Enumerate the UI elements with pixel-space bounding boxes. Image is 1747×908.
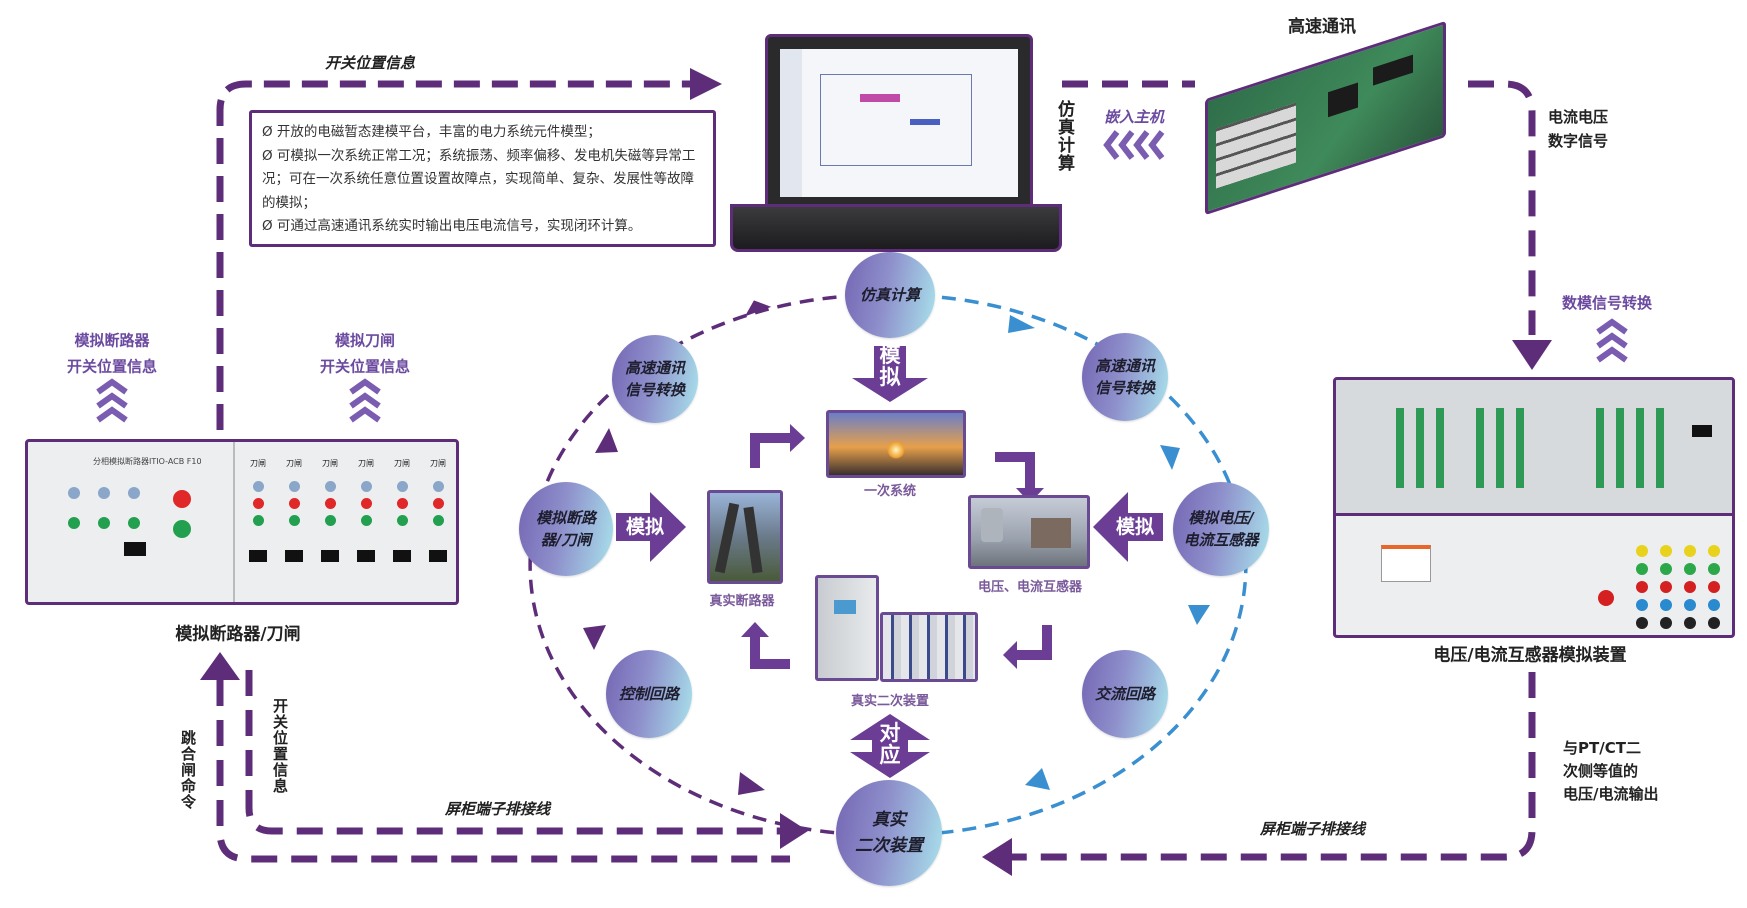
simulated-breaker-device-label: 模拟断路器/刀闸	[175, 624, 301, 645]
knife-module-label: 刀闸	[358, 459, 374, 468]
node-sim-compute: 仿真计算	[845, 252, 935, 338]
arrow-head-left	[982, 838, 1012, 876]
switch-info-label: 开关位置信息	[325, 54, 416, 72]
knife-info-label-2: 开关位置信息	[319, 357, 411, 376]
real-breaker-photo	[707, 490, 783, 584]
feature-item: Ø 开放的电磁暂态建模平台，丰富的电力系统元件模型；	[262, 124, 601, 140]
feature-item: Ø 可通过高速通讯系统实时输出电压电流信号，实现闭环计算。	[262, 218, 642, 234]
terminal-wiring-label-right: 屏柜端子排接线	[1260, 820, 1366, 838]
primary-system-caption: 一次系统	[863, 484, 917, 499]
pt-ct-output-note-2: 次侧等值的	[1563, 762, 1639, 780]
knife-module-label: 刀闸	[322, 459, 338, 468]
dashed-line-card-device	[1468, 80, 1536, 335]
chevrons-up-icon-breaker	[96, 378, 128, 423]
simulate-arrow-right	[616, 492, 686, 562]
correspond-arrow-double	[850, 714, 930, 778]
current-voltage-digital-label-2: 数字信号	[1548, 132, 1609, 150]
current-voltage-digital-label-1: 电流电压	[1548, 108, 1609, 126]
switch-position-info-vertical-label: 开关位置信息	[271, 698, 289, 794]
simulate-label-left: 模拟	[625, 516, 664, 538]
node-hs-comm-right: 高速通讯信号转换	[1082, 333, 1168, 421]
panel-title: 分相模拟断路器ITIO-ACB F10	[93, 457, 202, 466]
knife-module-label: 刀闸	[250, 459, 266, 468]
simulate-arrow-down	[852, 346, 928, 402]
terminal-wiring-label-left: 屏柜端子排接线	[445, 800, 551, 818]
pt-ct-simulator-label: 电压/电流互感器模拟装置	[1433, 645, 1627, 666]
simulate-label-right: 模拟	[1115, 516, 1154, 538]
feature-item: Ø 可模拟一次系统正常工况；系统振荡、频率偏移、发电机失磁等异常工况；可在一次系…	[262, 147, 696, 211]
node-ac-loop: 交流回路	[1082, 650, 1168, 738]
cycle-arrows-purple	[583, 300, 772, 795]
high-speed-comm-title: 高速通讯	[1288, 17, 1356, 37]
dashed-line-switch-pos	[245, 670, 780, 835]
secondary-device-photo	[880, 612, 978, 682]
knife-module-label: 刀闸	[394, 459, 410, 468]
breaker-info-label-2: 开关位置信息	[66, 357, 158, 376]
chevrons-left-icon	[1103, 130, 1165, 160]
arrow-head-right	[780, 813, 808, 849]
sim-compute-vertical-label: 仿真计算	[1054, 100, 1074, 172]
simulated-breaker-panel-image: 分相模拟断路器ITIO-ACB F10 刀闸 刀闸 刀闸 刀闸 刀闸 刀闸	[25, 439, 459, 605]
knife-info-label-1: 模拟刀闸	[334, 331, 396, 350]
pt-ct-output-note-3: 电压/电流输出	[1563, 785, 1659, 803]
laptop-image	[730, 34, 1062, 252]
real-secondary-caption: 真实二次装置	[850, 694, 930, 709]
arrow-head-up	[200, 652, 240, 680]
chevrons-up-icon-da	[1596, 318, 1628, 363]
correspond-label: 对应	[879, 721, 901, 767]
simulate-label-top: 模拟	[879, 343, 901, 389]
node-sim-ptct: 模拟电压/电流互感器	[1173, 482, 1269, 576]
flow-arrow-heads	[741, 424, 1044, 669]
pt-ct-output-note-1: 与PT/CT二	[1563, 739, 1641, 757]
arrow-head-right	[690, 68, 722, 100]
laptop-screen	[780, 49, 1018, 197]
cycle-arrows-blue	[1008, 315, 1210, 790]
simulate-arrow-left	[1093, 492, 1163, 562]
embed-host-label: 嵌入主机	[1104, 108, 1165, 126]
secondary-cabinet-photo	[815, 575, 879, 681]
breaker-info-label-1: 模拟断路器	[74, 331, 150, 350]
knife-module-label: 刀闸	[430, 459, 446, 468]
pt-ct-caption: 电压、电流互感器	[977, 580, 1083, 595]
dashed-line-pt-ct-output	[1010, 672, 1536, 861]
dashed-line-switch-info-top	[216, 80, 690, 430]
knife-module-label: 刀闸	[286, 459, 302, 468]
pt-ct-photo	[968, 495, 1090, 569]
node-real-secondary: 真实二次装置	[836, 780, 942, 886]
flow-arrows-inner	[750, 433, 1052, 669]
cycle-path-left	[528, 293, 881, 837]
real-breaker-caption: 真实断路器	[709, 594, 775, 609]
dashed-line-trip-close	[216, 680, 790, 863]
da-conversion-label: 数模信号转换	[1562, 294, 1653, 312]
primary-system-photo	[826, 410, 966, 478]
trip-close-command-label: 跳合闸命令	[179, 730, 197, 810]
node-control-loop: 控制回路	[606, 650, 692, 738]
arrow-head-down	[1512, 340, 1552, 370]
chevrons-up-icon-knife	[349, 378, 381, 423]
node-sim-breaker: 模拟断路器/刀闸	[519, 482, 613, 576]
feature-description-box: Ø 开放的电磁暂态建模平台，丰富的电力系统元件模型； Ø 可模拟一次系统正常工况…	[249, 110, 716, 247]
node-hs-comm-left: 高速通讯信号转换	[612, 335, 698, 423]
pt-ct-simulator-image	[1333, 377, 1735, 638]
